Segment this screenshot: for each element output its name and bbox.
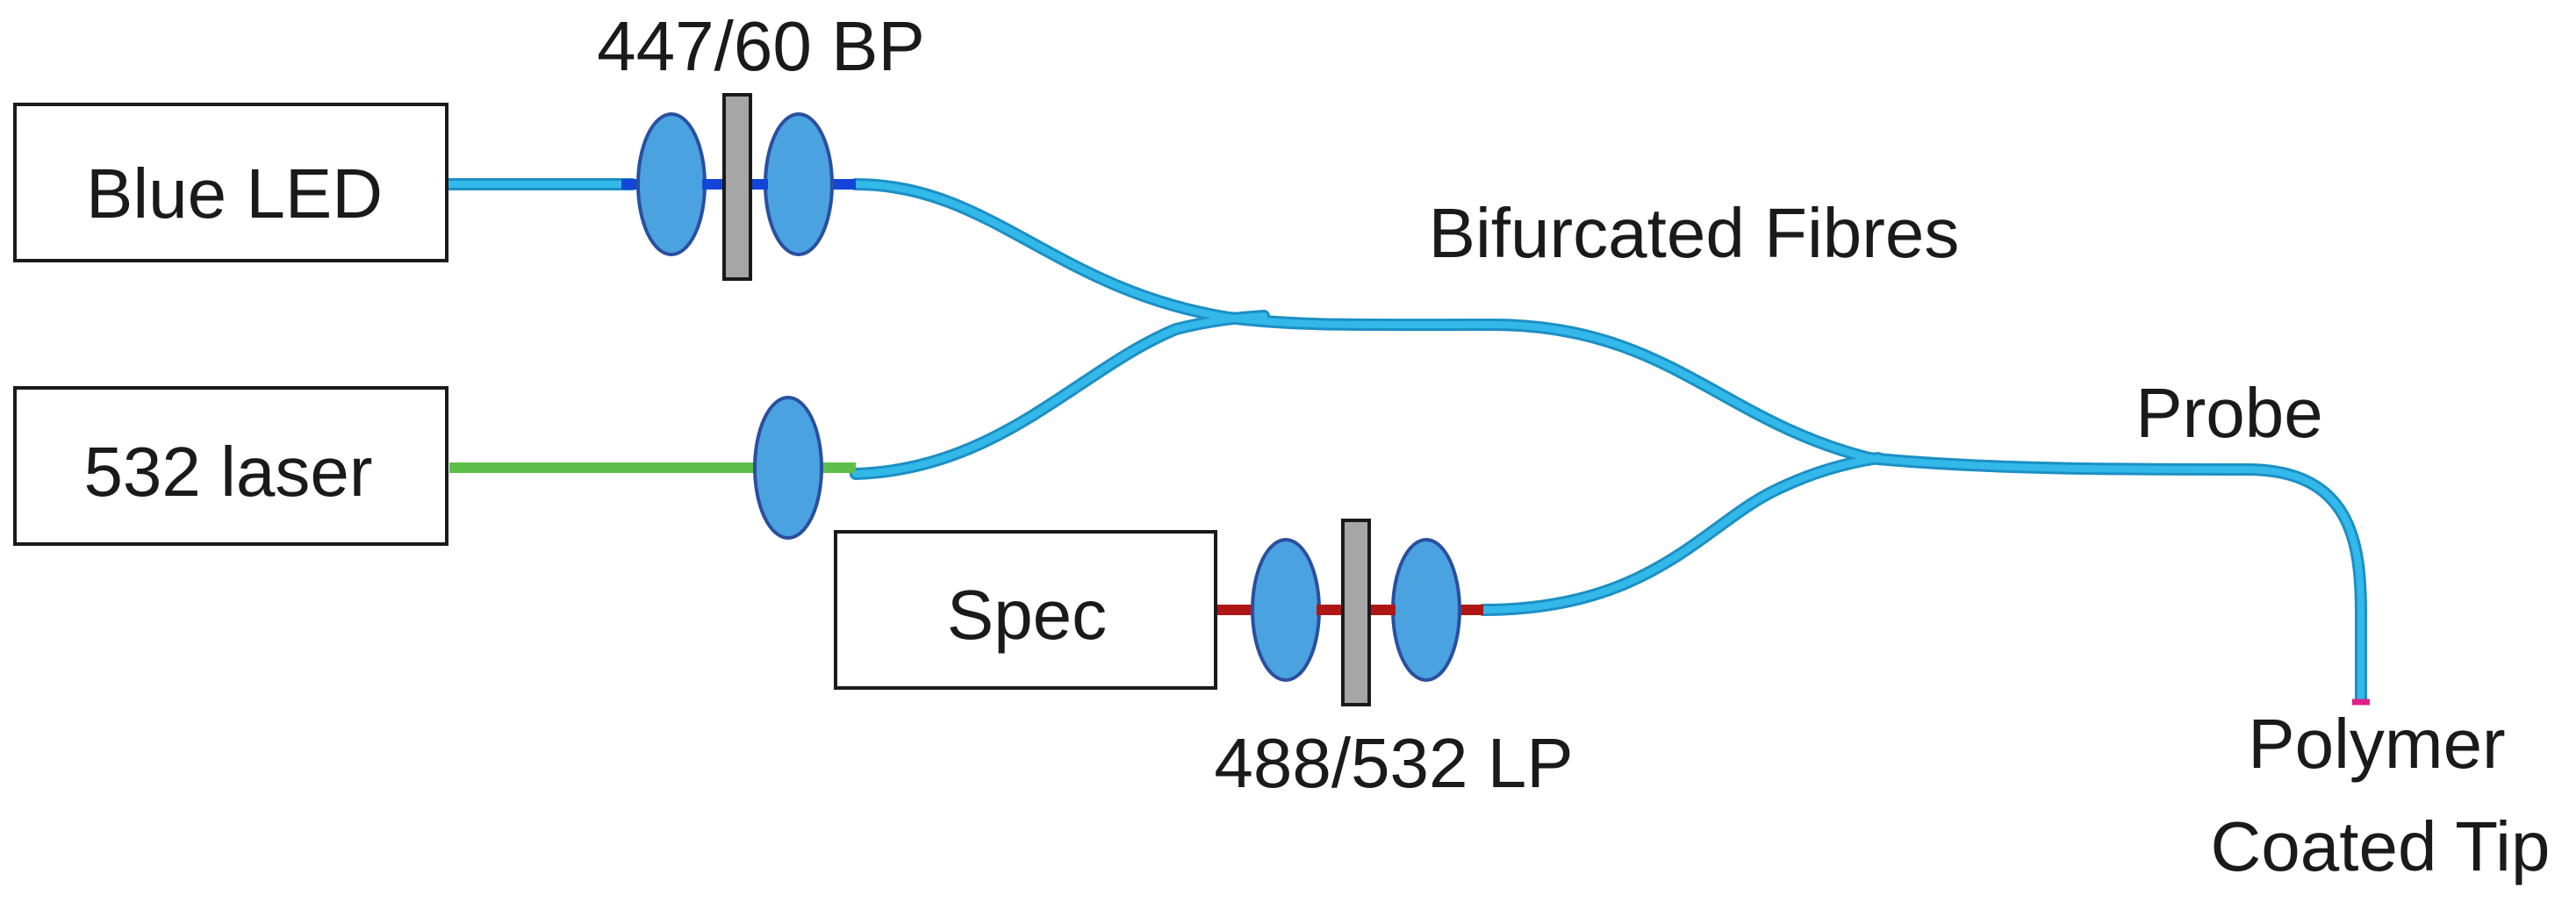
lens-icon	[636, 112, 707, 256]
lens-icon	[764, 112, 834, 256]
longpass-filter-icon	[1341, 519, 1371, 706]
lens-icon	[753, 396, 823, 540]
laser-label: 532 laser	[83, 433, 372, 511]
lens-icon	[1251, 538, 1321, 682]
fibre-spec-branch	[1477, 452, 1884, 616]
polymer-tip-label-line2: Coated Tip	[2211, 807, 2551, 885]
laser-box	[13, 386, 448, 546]
blue-led-box	[13, 103, 448, 262]
bifurcated-fibres-label: Bifurcated Fibres	[1429, 194, 1960, 272]
spec-label: Spec	[947, 576, 1107, 654]
probe-label: Probe	[2135, 374, 2322, 452]
bandpass-filter-label: 447/60 BP	[597, 7, 925, 85]
bandpass-filter-assembly	[636, 93, 834, 281]
fibre-network	[443, 178, 2367, 704]
longpass-filter-label: 488/532 LP	[1214, 724, 1573, 802]
bandpass-filter-icon	[722, 93, 752, 281]
spec-box	[834, 530, 1217, 690]
longpass-filter-assembly	[1251, 519, 1461, 706]
polymer-tip-label-line1: Polymer	[2248, 705, 2505, 783]
blue-led-label: Blue LED	[86, 154, 383, 233]
lens-icon	[1391, 538, 1461, 682]
